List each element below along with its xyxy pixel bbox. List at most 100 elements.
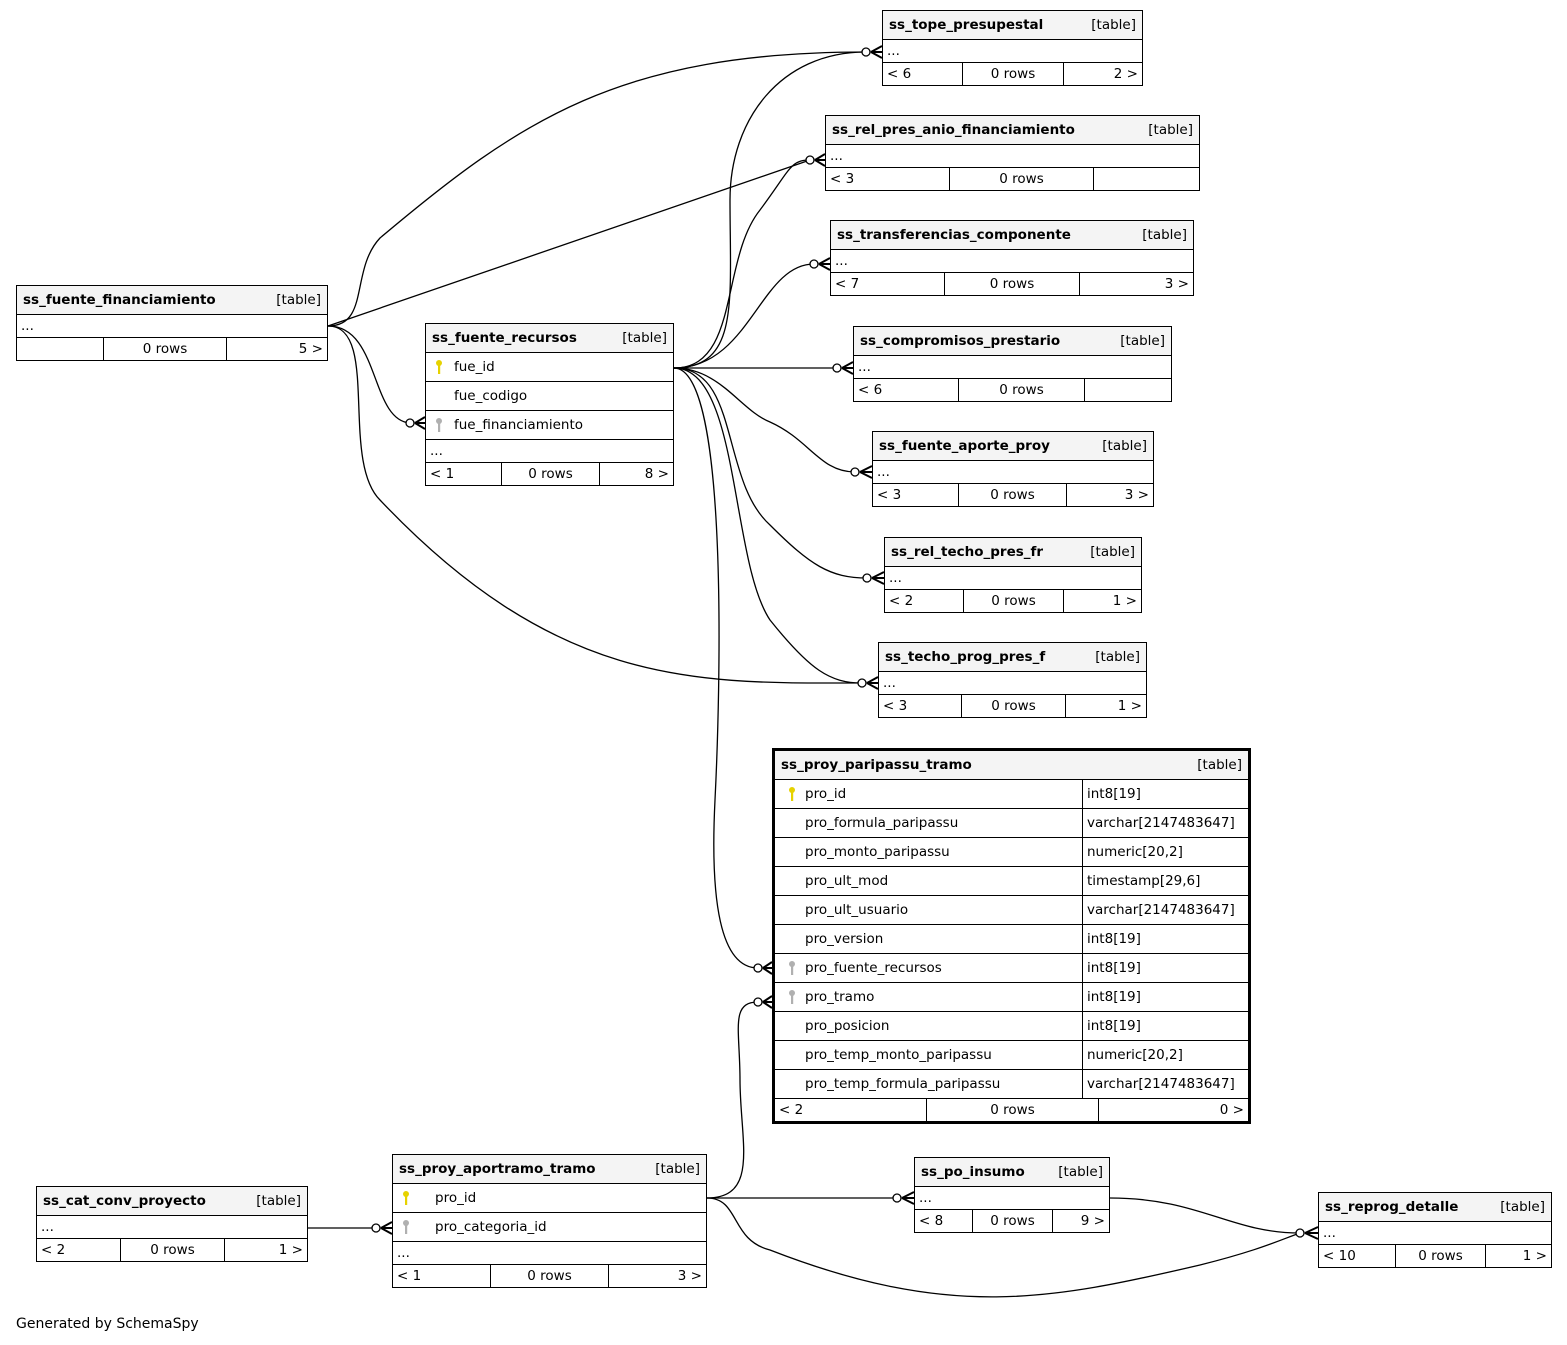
columns-ellipsis: ... [17, 315, 327, 338]
table-ss-transferencias-componente[interactable]: ss_transferencias_componente[table] ... … [830, 220, 1194, 296]
table-name[interactable]: ss_rel_techo_pres_fr [891, 544, 1044, 560]
table-name[interactable]: ss_fuente_financiamiento [23, 292, 216, 308]
column-type: int8[19] [1082, 983, 1248, 1011]
crows-foot-zero-many-icon [1295, 1226, 1319, 1240]
column-row[interactable]: pro_monto_paripassu numeric[20,2] [775, 838, 1248, 867]
columns-ellipsis: ... [1319, 1222, 1551, 1245]
table-kind: [table] [1095, 649, 1140, 665]
foreign-key-icon [403, 1220, 409, 1234]
table-name[interactable]: ss_fuente_aporte_proy [879, 438, 1050, 454]
crows-foot-zero-many-icon [805, 153, 826, 167]
column-name: pro_fuente_recursos [805, 960, 942, 976]
table-name[interactable]: ss_compromisos_prestario [860, 333, 1061, 349]
columns-ellipsis: ... [426, 440, 673, 463]
columns-ellipsis: ... [393, 1242, 706, 1265]
columns-ellipsis: ... [831, 250, 1193, 273]
table-kind: [table] [256, 1193, 301, 1209]
table-name[interactable]: ss_proy_aportramo_tramo [399, 1161, 596, 1177]
children-count: 3 > [1124, 487, 1149, 503]
row-count: 0 rows [959, 484, 1067, 506]
column-row[interactable]: fue_codigo [426, 382, 673, 411]
table-name[interactable]: ss_techo_prog_pres_f [885, 649, 1046, 665]
column-type: numeric[20,2] [1082, 838, 1248, 866]
table-kind: [table] [1197, 757, 1242, 773]
relationship-apor-paripassu [706, 1001, 759, 1199]
table-name[interactable]: ss_rel_pres_anio_financiamiento [832, 122, 1075, 138]
table-name[interactable]: ss_transferencias_componente [837, 227, 1071, 243]
column-name: fue_financiamiento [454, 417, 584, 433]
table-name[interactable]: ss_reprog_detalle [1325, 1199, 1459, 1215]
table-ss-fuente-financiamiento[interactable]: ss_fuente_financiamiento[table] ... 0 ro… [16, 285, 328, 361]
row-count: 0 rows [945, 273, 1080, 295]
relationship-fin-relpres [327, 159, 811, 327]
table-name[interactable]: ss_po_insumo [921, 1164, 1025, 1180]
column-row[interactable]: pro_id [393, 1184, 706, 1213]
columns-ellipsis: ... [873, 461, 1153, 484]
column-name: fue_codigo [454, 388, 528, 404]
column-row[interactable]: pro_version int8[19] [775, 925, 1248, 954]
parents-count: < 7 [831, 273, 945, 295]
relationship-rec-relbecho [673, 367, 868, 579]
table-kind: [table] [1142, 227, 1187, 243]
relationship-fin-tope [327, 51, 867, 327]
column-row[interactable]: fue_financiamiento [426, 411, 673, 440]
row-count: 0 rows [950, 168, 1094, 190]
primary-key-icon [436, 360, 442, 374]
column-name: pro_categoria_id [435, 1219, 547, 1235]
relationship-insumo-reprog [1109, 1197, 1301, 1234]
table-ss-rel-pres-anio-financiamiento[interactable]: ss_rel_pres_anio_financiamiento[table] .… [825, 115, 1200, 191]
column-type: int8[19] [1082, 954, 1248, 982]
column-type: int8[19] [1082, 925, 1248, 953]
children-count: 1 > [1522, 1248, 1547, 1264]
relationship-rec-techoprog [673, 367, 863, 684]
table-name[interactable]: ss_fuente_recursos [432, 330, 577, 346]
table-ss-proy-aportramo-tramo[interactable]: ss_proy_aportramo_tramo [table] pro_id pr… [392, 1154, 707, 1288]
table-name[interactable]: ss_proy_paripassu_tramo [781, 757, 972, 773]
relationship-rec-paripassu [673, 367, 759, 969]
children-count: 3 > [677, 1268, 702, 1284]
table-kind: [table] [1148, 122, 1193, 138]
column-type: varchar[2147483647] [1082, 1070, 1248, 1098]
primary-key-icon [789, 787, 795, 801]
foreign-key-icon [789, 990, 795, 1004]
parents-count: < 6 [854, 379, 959, 401]
columns-ellipsis: ... [37, 1216, 307, 1239]
table-name[interactable]: ss_cat_conv_proyecto [43, 1193, 206, 1209]
column-name: pro_monto_paripassu [805, 844, 950, 860]
relationship-rec-relpres [673, 159, 811, 369]
children-count [1085, 379, 1171, 401]
column-row[interactable]: pro_fuente_recursos int8[19] [775, 954, 1248, 983]
children-count: 1 > [278, 1242, 303, 1258]
column-name: pro_version [805, 931, 884, 947]
parents-count: < 2 [775, 1099, 927, 1121]
table-name[interactable]: ss_tope_presupestal [889, 17, 1044, 33]
columns-ellipsis: ... [883, 40, 1142, 63]
columns-ellipsis: ... [885, 567, 1141, 590]
table-ss-fuente-recursos[interactable]: ss_fuente_recursos[table] fue_id fue_cod… [425, 323, 674, 486]
column-row[interactable]: pro_categoria_id [393, 1213, 706, 1242]
generated-by-label: Generated by SchemaSpy [16, 1316, 199, 1332]
table-kind: [table] [655, 1161, 700, 1177]
column-row[interactable]: fue_id [426, 353, 673, 382]
table-kind: [table] [1091, 17, 1136, 33]
crows-foot-zero-many-icon [753, 961, 773, 975]
columns-ellipsis: ... [879, 672, 1146, 695]
children-count [1094, 168, 1199, 190]
